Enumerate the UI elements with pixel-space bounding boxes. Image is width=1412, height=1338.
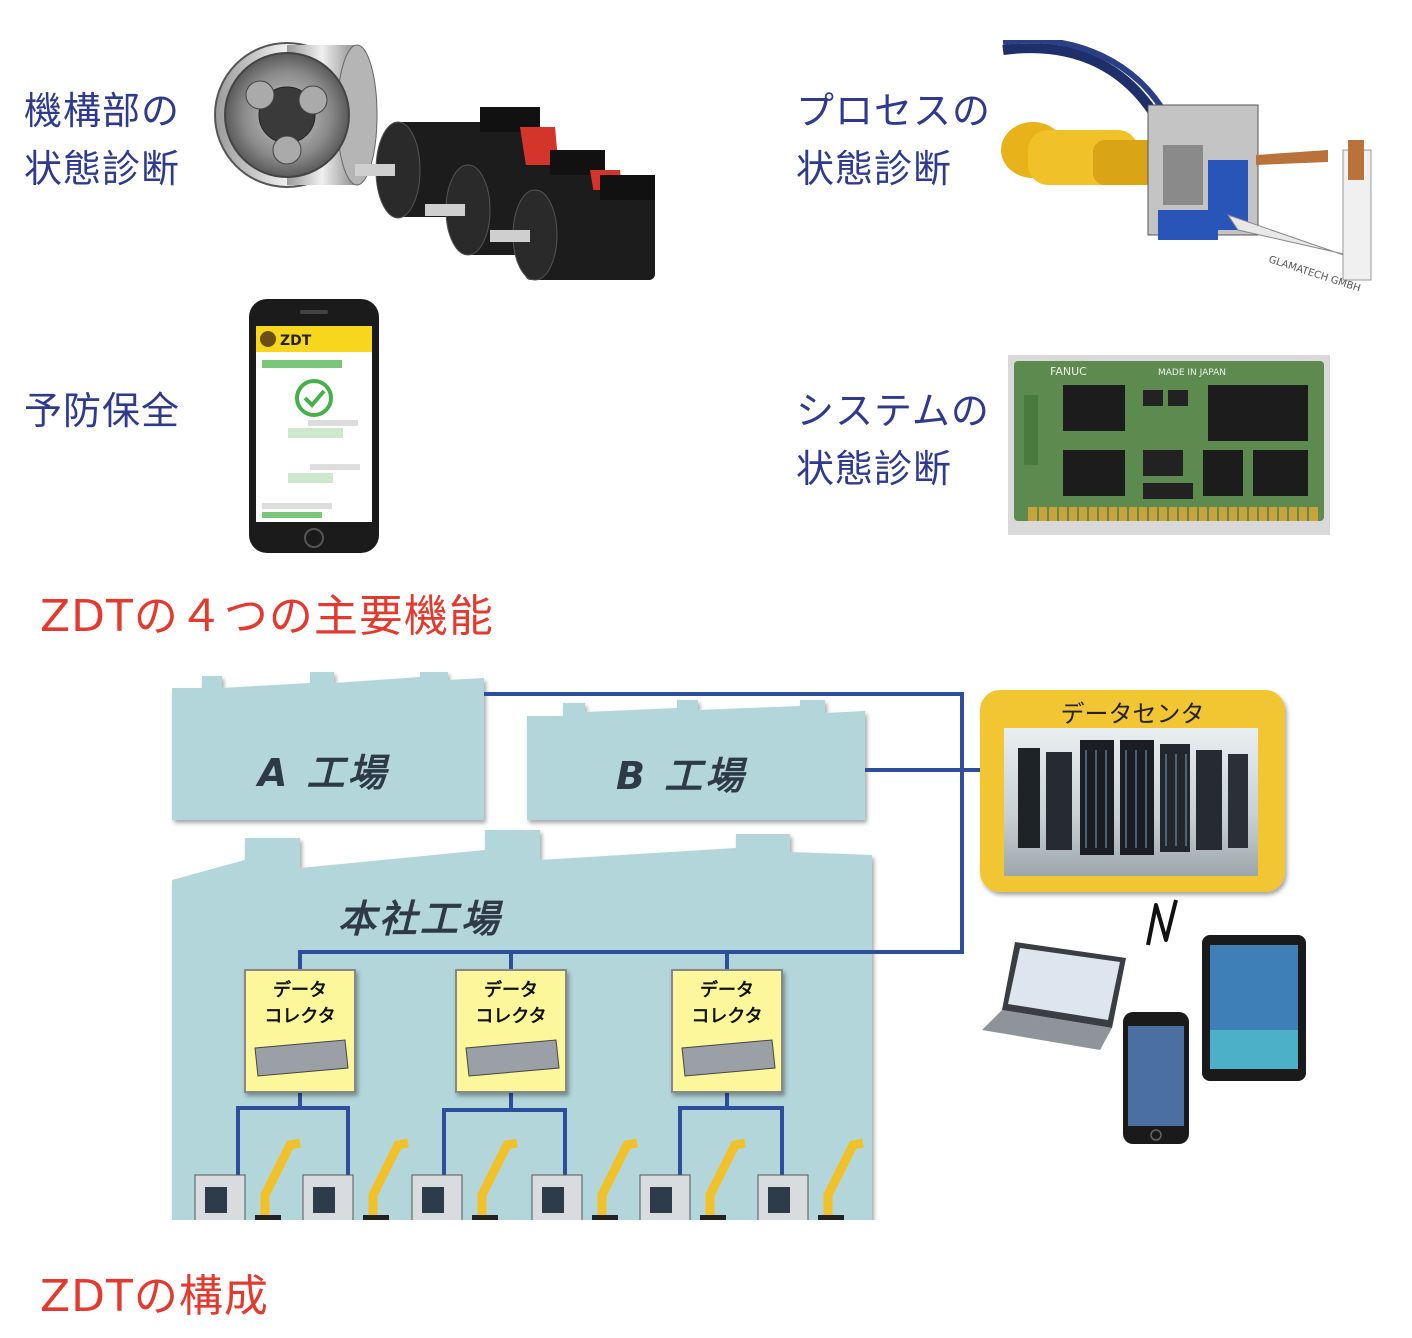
feature-system-label: システムの 状態診断 (796, 382, 990, 498)
feature-process-line2: 状態診断 (796, 147, 953, 191)
feature-preventive-label: 予防保全 (24, 389, 181, 433)
line-robots-1 (236, 1092, 350, 1175)
reducer-and-motors-image (214, 42, 655, 281)
data-collector-2-line2: コレクタ (475, 1006, 547, 1027)
feature-mechanism-line1: 機構部の (24, 89, 181, 133)
feature-mechanism-line2: 状態診断 (24, 147, 181, 191)
functions-section-title: ZDTの４つの主要機能 (40, 591, 494, 642)
laptop-device (982, 942, 1126, 1050)
board-brand: FANUC (1050, 365, 1087, 378)
server-racks (1018, 740, 1248, 855)
line-robots-2 (442, 1092, 567, 1175)
feature-system-line2: 状態診断 (796, 447, 953, 491)
data-collector-3-line2: コレクタ (691, 1006, 763, 1027)
data-collector-1-line2: コレクタ (264, 1006, 336, 1027)
data-collector-2-line1: データ (484, 980, 538, 1001)
smartphone-zdt-app: ZDT (249, 299, 379, 553)
data-collector-label-1: データ コレクタ (245, 978, 355, 1030)
app-logo-text: ZDT (280, 333, 312, 349)
factory-b-building (527, 700, 865, 820)
feature-system-line1: システムの (796, 389, 990, 433)
feature-process-line1: プロセスの (796, 89, 992, 133)
configuration-diagram (172, 672, 1306, 1220)
welding-robot-image: GLAMATECH GMBH (1001, 40, 1372, 292)
datacenter-title: データセンタ (1060, 700, 1205, 728)
fanuc-memory-board-image: FANUC MADE IN JAPAN (1008, 355, 1330, 535)
smartphone-device (1123, 1012, 1189, 1144)
factory-a-label: A 工場 (258, 751, 389, 795)
line-robots-3 (678, 1092, 784, 1175)
feature-process-label: プロセスの 状態診断 (796, 82, 991, 198)
line-factory-a (298, 692, 964, 975)
factory-b-label: B 工場 (616, 754, 747, 798)
wireless-signal-icon (1146, 899, 1178, 946)
board-made-in: MADE IN JAPAN (1158, 368, 1226, 378)
data-collector-label-2: データ コレクタ (456, 978, 566, 1030)
factory-a-building (172, 672, 484, 820)
data-collector-3-line1: データ (700, 980, 754, 1001)
configuration-section-title: ZDTの構成 (40, 1271, 269, 1322)
data-collector-label-3: データ コレクタ (672, 978, 782, 1030)
factory-hq-label: 本社工場 (338, 897, 503, 941)
robot-cells (194, 1138, 864, 1220)
data-collector-1-line1: データ (273, 980, 327, 1001)
tablet-device (1202, 935, 1306, 1081)
rack-server-icons (254, 1039, 776, 1077)
feature-mechanism-label: 機構部の 状態診断 (24, 82, 180, 198)
